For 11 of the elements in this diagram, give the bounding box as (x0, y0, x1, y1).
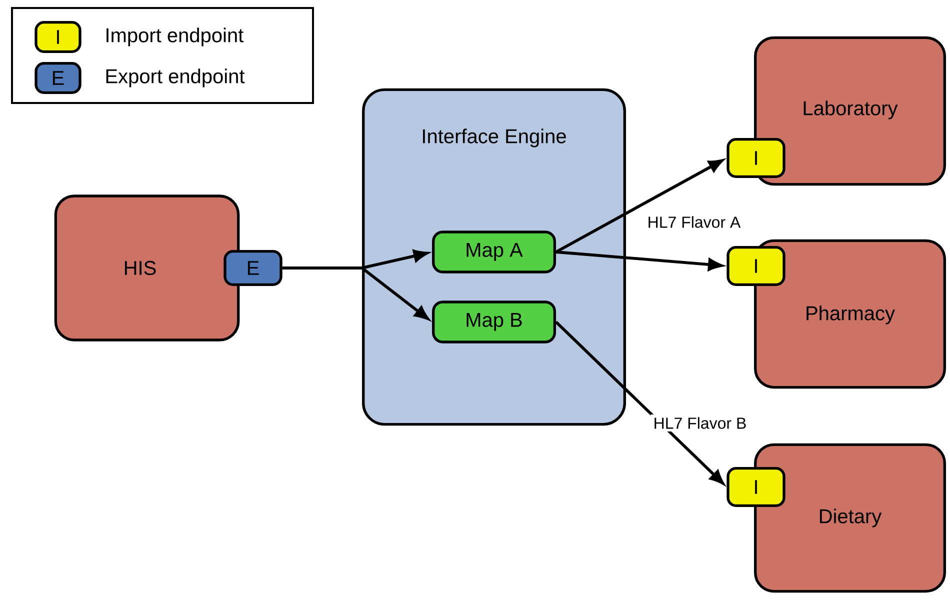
import-endpoint: I (726, 466, 786, 507)
legend-text: Export endpoint (106, 68, 245, 88)
map-box: Map B (432, 300, 556, 344)
map-box: Map A (432, 230, 556, 274)
import-endpoint: I (726, 138, 786, 178)
arrow (554, 320, 724, 484)
export-endpoint: E (224, 250, 282, 286)
legend-text: Import endpoint (106, 28, 244, 46)
import-endpoint: I (726, 246, 786, 286)
system-box: HIS (54, 194, 240, 342)
edge-label: HL7 Flavor B (650, 414, 750, 432)
